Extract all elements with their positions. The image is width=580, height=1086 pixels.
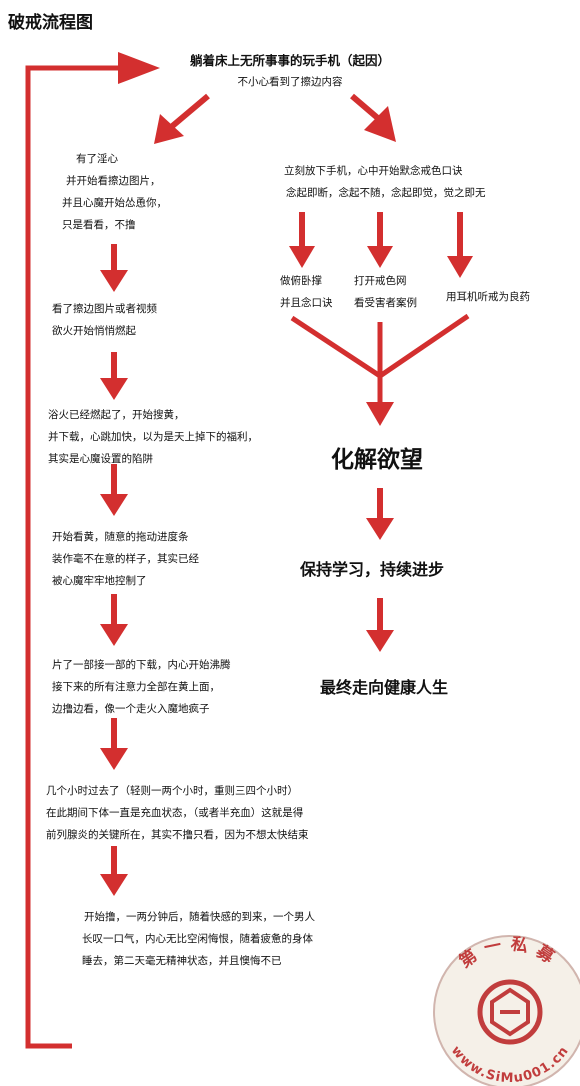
loop-back-arrow xyxy=(25,52,160,1049)
step-line: 边撸边看，像一个走火入魔地疯子 xyxy=(52,703,210,715)
step-line: 开始撸，一两分钟后，随着快感的到来，一个男人 xyxy=(84,911,315,923)
option-line: 看受害者案例 xyxy=(354,297,417,309)
instruction-line: 立刻放下手机，心中开始默念戒色口诀 xyxy=(284,165,463,177)
left-step-3: 浴火已经燃起了，开始搜黄， 并下载，心跳加快，以为是天上掉下的福利， 其实是心魔… xyxy=(48,404,258,470)
result-resolve-desire: 化解欲望 xyxy=(331,447,423,473)
option-line: 做俯卧撑 xyxy=(280,275,322,287)
option-pushups: 做俯卧撑 并且念口诀 xyxy=(280,270,333,314)
right-instruction: 立刻放下手机，心中开始默念戒色口诀 念起即断，念起不随，念起即觉，觉之即无 xyxy=(284,160,486,204)
result-arrow xyxy=(366,488,394,540)
branch-arrow-right xyxy=(350,93,396,142)
left-step-5: 片了一部接一部的下载，内心开始沸腾 接下来的所有注意力全部在黄上面， 边撸边看，… xyxy=(52,654,231,720)
result-arrow xyxy=(366,598,394,652)
watermark-stamp: 第一私募 www.SiMu001.cn xyxy=(433,934,580,1086)
step-line: 并且心魔开始怂恿你， xyxy=(62,197,167,209)
step-line: 接下来的所有注意力全部在黄上面， xyxy=(52,681,220,693)
start-node-title: 躺着床上无所事事的玩手机（起因） xyxy=(189,53,390,68)
step-line: 并开始看擦边图片， xyxy=(66,175,161,187)
branch-arrow-left xyxy=(154,93,210,144)
left-step-7: 开始撸，一两分钟后，随着快感的到来，一个男人 长叹一口气，内心无比空闲悔恨，随着… xyxy=(82,906,315,972)
step-line: 浴火已经燃起了，开始搜黄， xyxy=(48,409,185,421)
left-down-arrow xyxy=(100,846,128,896)
step-line: 欲火开始悄悄燃起 xyxy=(52,325,136,337)
option-line: 打开戒色网 xyxy=(354,275,407,287)
option-line: 用耳机听戒为良药 xyxy=(446,291,530,303)
merge-arrow xyxy=(290,313,470,426)
option-arrow xyxy=(367,212,393,268)
page-title: 破戒流程图 xyxy=(8,13,93,33)
step-line: 几个小时过去了（轻则一两个小时，重则三四个小时） xyxy=(46,785,298,797)
left-down-arrow xyxy=(100,352,128,400)
step-line: 前列腺炎的关键所在，其实不撸只看，因为不想太快结束 xyxy=(46,829,309,841)
step-line: 有了淫心 xyxy=(76,153,118,165)
step-line: 其实是心魔设置的陷阱 xyxy=(48,453,153,465)
step-line: 在此期间下体一直是充血状态，（或者半充血）这就是得 xyxy=(46,807,304,819)
left-down-arrow xyxy=(100,244,128,292)
option-arrow xyxy=(447,212,473,278)
step-line: 看了擦边图片或者视频 xyxy=(52,303,157,315)
start-node-subtitle: 不小心看到了擦边内容 xyxy=(237,76,343,88)
step-line: 片了一部接一部的下载，内心开始沸腾 xyxy=(52,659,231,671)
step-line: 长叹一口气，内心无比空闲悔恨，随着疲惫的身体 xyxy=(82,933,313,945)
left-step-1: 有了淫心 并开始看擦边图片， 并且心魔开始怂恿你， 只是看看，不撸 xyxy=(62,148,167,236)
left-down-arrow xyxy=(100,718,128,770)
option-line: 并且念口诀 xyxy=(280,297,333,309)
option-arrow xyxy=(289,212,315,268)
left-step-2: 看了擦边图片或者视频 欲火开始悄悄燃起 xyxy=(52,298,157,342)
step-line: 开始看黄，随意的拖动进度条 xyxy=(52,531,189,543)
option-earphones: 用耳机听戒为良药 xyxy=(446,286,530,308)
left-down-arrow xyxy=(100,594,128,646)
step-line: 睡去，第二天毫无精神状态，并且懊悔不已 xyxy=(82,955,282,967)
instruction-line: 念起即断，念起不随，念起即觉，觉之即无 xyxy=(286,187,486,199)
option-website: 打开戒色网 看受害者案例 xyxy=(354,270,417,314)
result-keep-learning: 保持学习，持续进步 xyxy=(300,560,445,579)
result-healthy-life: 最终走向健康人生 xyxy=(320,678,449,697)
step-line: 装作毫不在意的样子，其实已经 xyxy=(52,553,199,565)
step-line: 被心魔牢牢地控制了 xyxy=(52,575,147,587)
step-line: 只是看看，不撸 xyxy=(62,219,136,231)
left-step-4: 开始看黄，随意的拖动进度条 装作毫不在意的样子，其实已经 被心魔牢牢地控制了 xyxy=(52,526,199,592)
step-line: 并下载，心跳加快，以为是天上掉下的福利， xyxy=(48,431,258,443)
left-step-6: 几个小时过去了（轻则一两个小时，重则三四个小时） 在此期间下体一直是充血状态，（… xyxy=(46,780,309,846)
left-down-arrow xyxy=(100,464,128,516)
